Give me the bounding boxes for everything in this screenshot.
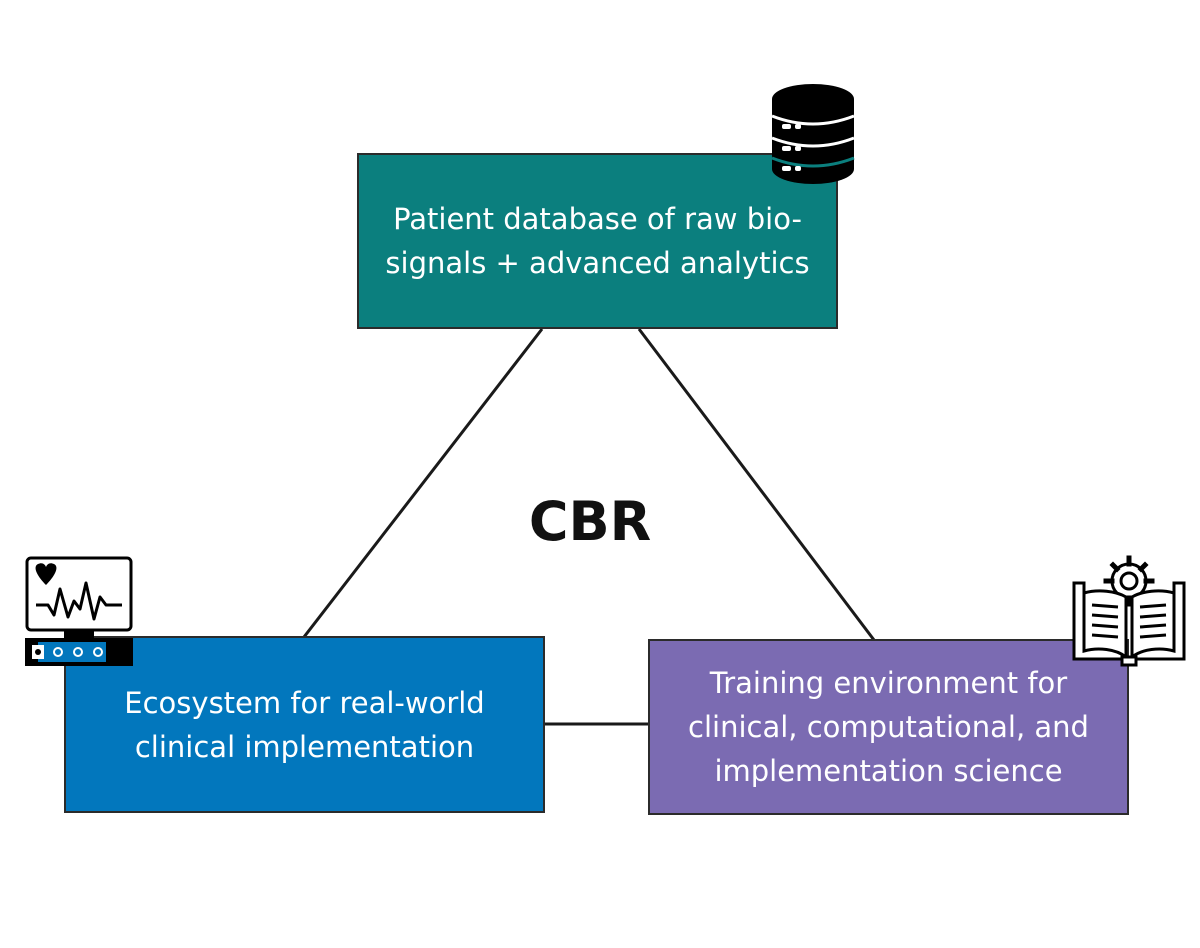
book-gear-icon bbox=[1072, 555, 1186, 667]
connector-top-right bbox=[637, 328, 876, 641]
node-ecosystem: Ecosystem for real-world clinical implem… bbox=[64, 636, 545, 813]
node-training-environment-label: Training environment for clinical, compu… bbox=[688, 666, 1089, 788]
center-label: CBR bbox=[528, 490, 652, 553]
node-patient-database: Patient database of raw bio-signals + ad… bbox=[357, 153, 838, 329]
node-patient-database-label: Patient database of raw bio-signals + ad… bbox=[385, 202, 810, 280]
heart-monitor-icon bbox=[25, 556, 133, 666]
node-training-environment: Training environment for clinical, compu… bbox=[648, 639, 1129, 815]
connector-top-left bbox=[302, 328, 544, 638]
node-ecosystem-label: Ecosystem for real-world clinical implem… bbox=[124, 685, 485, 764]
database-icon bbox=[771, 84, 855, 184]
